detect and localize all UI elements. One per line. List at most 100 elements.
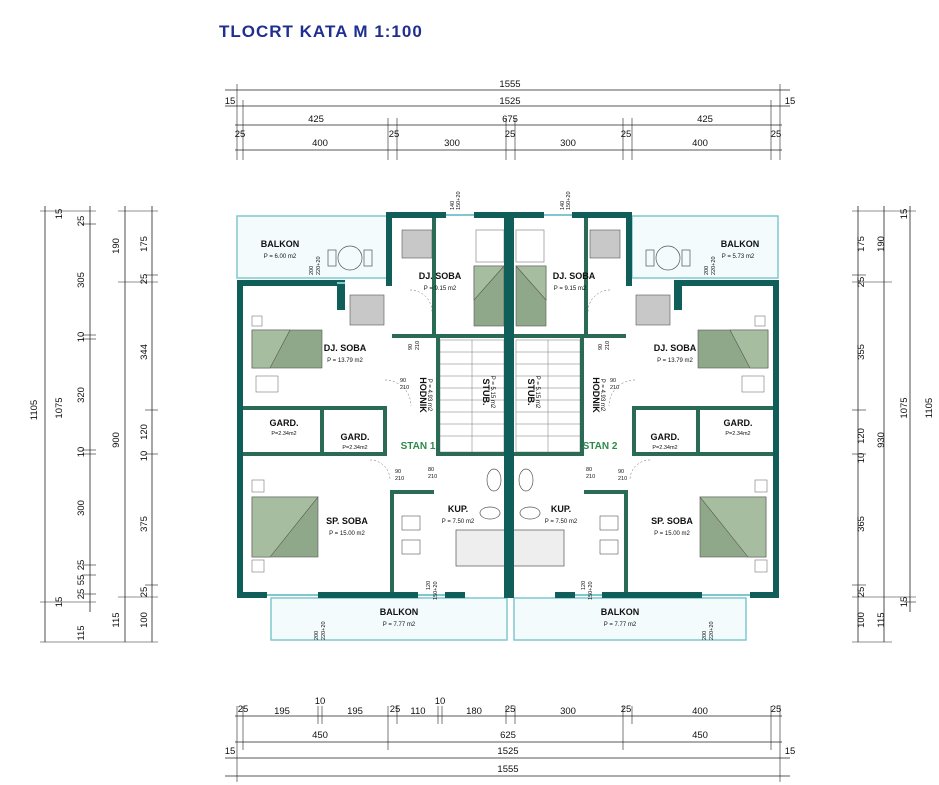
dim-label: 15 — [899, 209, 910, 220]
opening-width: 90 — [400, 378, 406, 384]
room-name: BALKON — [261, 239, 300, 249]
dim-label: 400 — [312, 138, 328, 149]
room-area: P = 7.77 m2 — [383, 622, 416, 628]
room-area: P=2.34m2 — [342, 445, 367, 451]
dim-label: 190 — [111, 238, 122, 254]
dim-label: 365 — [856, 516, 867, 532]
room-name: DJ. SOBA — [324, 343, 367, 353]
nightstand-icon — [754, 559, 768, 573]
room-name: GARD. — [651, 432, 680, 442]
nightstand-icon — [754, 479, 768, 493]
bed-icon — [697, 329, 769, 369]
page-title: TLOCRT KATA M 1:100 — [219, 22, 423, 41]
bed-icon — [473, 265, 505, 327]
opening-width: 120 — [426, 581, 432, 590]
desk-icon — [401, 229, 433, 259]
room-name: SP. SOBA — [651, 516, 693, 526]
room-area: P = 9.15 m2 — [424, 286, 457, 292]
dim-label: 1555 — [497, 764, 518, 775]
dim-label: 10 — [856, 453, 867, 464]
room-area: P = 13.79 m2 — [327, 358, 363, 364]
room-name: BALKON — [601, 607, 640, 617]
dim-label: 100 — [139, 612, 150, 628]
dim-label: 115 — [111, 612, 122, 627]
dresser-icon — [255, 375, 279, 393]
top-dimension-labels: 1555 15 1525 15 425 675 425 25 400 25 30… — [225, 79, 796, 149]
dim-label: 10 — [435, 696, 446, 707]
dim-label: 930 — [876, 432, 887, 448]
balcony-top-right — [631, 215, 779, 279]
dim-label: 10 — [139, 451, 150, 462]
opening-width: 80 — [428, 467, 434, 473]
room-name: GARD. — [724, 418, 753, 428]
dim-label: 110 — [410, 706, 425, 717]
dim-label: 15 — [225, 746, 236, 757]
room-area: P=2.34m2 — [652, 445, 677, 451]
dim-label: 25 — [856, 277, 867, 288]
room-labels: BALKON P = 6.00 m2 DJ. SOBA P = 9.15 m2 … — [261, 239, 760, 628]
dim-label: 1525 — [497, 746, 518, 757]
opening-height: 220+20 — [316, 256, 322, 275]
opening-height: 220+20 — [321, 621, 327, 640]
bed-icon — [251, 329, 323, 369]
table-icon — [645, 245, 691, 271]
exterior-walls — [237, 212, 779, 598]
dim-label: 15 — [225, 96, 236, 107]
room-name: HODNIK — [591, 377, 601, 413]
dim-label: 425 — [697, 114, 713, 125]
room-name: STUB. — [526, 379, 536, 406]
room-name: KUP. — [448, 504, 468, 514]
dim-label: 195 — [274, 706, 290, 717]
bathtub-icon — [455, 529, 509, 567]
opening-width: 140 — [560, 201, 566, 210]
opening-height: 210 — [428, 474, 437, 480]
dim-label: 115 — [876, 612, 887, 627]
opening-height: 210 — [395, 476, 404, 482]
dim-label: 100 — [856, 612, 867, 628]
opening-width: 200 — [309, 266, 315, 275]
room-name: GARD. — [270, 418, 299, 428]
room-name: HODNIK — [418, 377, 428, 413]
dim-label: 25 — [139, 587, 150, 598]
opening-height: 210 — [618, 476, 627, 482]
opening-width: 90 — [598, 344, 604, 350]
dim-label: 25 — [76, 216, 87, 227]
balcony-top-left — [236, 215, 388, 279]
dim-label: 25 — [238, 704, 249, 715]
dim-label: 400 — [692, 706, 708, 717]
table-icon — [327, 245, 373, 271]
room-area: P = 4.93 m2 — [599, 379, 605, 412]
left-dimensions — [40, 206, 158, 643]
dim-label: 344 — [139, 344, 150, 360]
bottom-dimension-labels: 25 195 10 195 25 110 10 180 25 300 25 40… — [225, 696, 796, 775]
dim-label: 25 — [856, 587, 867, 598]
room-area: P = 15.00 m2 — [329, 531, 365, 537]
dim-label: 1105 — [924, 398, 935, 418]
desk-icon — [635, 294, 671, 326]
opening-width: 80 — [586, 467, 592, 473]
room-name: STUB. — [481, 379, 491, 406]
opening-height: 210 — [415, 341, 421, 350]
room-area: P = 5.15 m2 — [534, 376, 540, 409]
dim-label: 10 — [76, 332, 87, 343]
toilet-icon — [518, 468, 534, 492]
dim-label: 25 — [389, 129, 400, 140]
bed-icon — [251, 496, 319, 558]
opening-height: 210 — [605, 341, 611, 350]
dim-label: 1525 — [499, 96, 520, 107]
furniture — [251, 229, 769, 573]
nightstand-icon — [251, 315, 263, 327]
interior-walls — [243, 218, 773, 592]
nightstand-icon — [251, 479, 265, 493]
washer-icon — [401, 515, 421, 531]
room-name: DJ. SOBA — [419, 271, 462, 281]
dim-label: 10 — [76, 447, 87, 458]
dim-label: 120 — [856, 428, 867, 444]
room-area: P = 4.93 m2 — [426, 379, 432, 412]
opening-width: 120 — [581, 581, 587, 590]
dim-label: 25 — [76, 589, 87, 600]
dim-label: 120 — [139, 424, 150, 440]
dim-label: 180 — [466, 706, 482, 717]
apartment-label: STAN 2 — [583, 441, 618, 452]
dim-label: 625 — [500, 730, 516, 741]
